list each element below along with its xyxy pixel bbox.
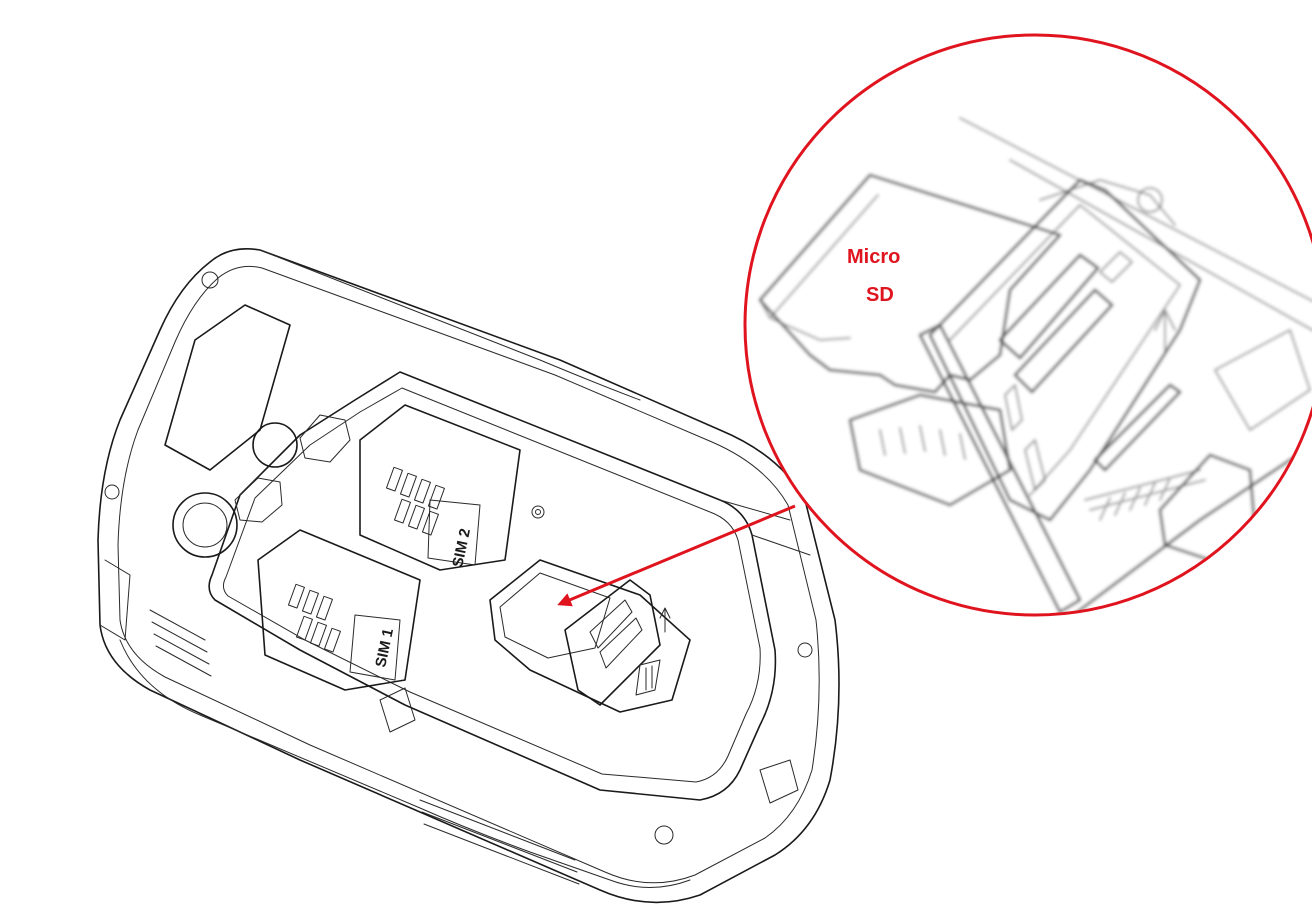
microsd-slot: [489, 559, 691, 713]
bottom-edge-connector: [379, 687, 416, 733]
compartment-right-ledge: [719, 499, 811, 556]
zoom-diagonal-edge: [1038, 438, 1312, 615]
zoom-hinged-cover: [928, 178, 1202, 522]
screw-top-left: [201, 271, 219, 289]
compartment-notch-2: [234, 477, 283, 523]
compartment-screw-inner: [535, 509, 541, 515]
zoom-detail: [745, 35, 1312, 615]
phone-back-line-art: SIM 2 SIM 1: [97, 248, 840, 904]
zoom-cover-slot-1: [998, 253, 1100, 360]
top-lip: [259, 249, 641, 401]
callout-arrow: [557, 504, 796, 607]
camera-window: [164, 304, 291, 471]
zoom-microsd-card-edge: [759, 194, 879, 341]
zoom-cover-inner: [949, 204, 1181, 496]
speaker-circle: [252, 422, 298, 468]
microsd-label-line2: SD: [866, 284, 894, 306]
zoom-cover-lock-1: [1004, 384, 1023, 431]
microsd-cover-detail-1: [589, 599, 633, 649]
compartment-screw: [531, 505, 545, 519]
microsd-cover-detail-2: [599, 617, 643, 669]
zoom-connector-pins: [1093, 383, 1182, 472]
screw-right: [797, 642, 813, 658]
zoom-lower-connector: [848, 393, 1012, 507]
zoom-cover-lock-2: [1024, 439, 1046, 491]
zoom-frame-line-1: [959, 117, 1312, 311]
zoom-cover-hinge-bar: [918, 323, 1082, 614]
bottom-edge-vent-right: [419, 799, 580, 885]
bottom-edge-vent-left: [149, 609, 212, 677]
zoom-callout-circle: [743, 33, 1312, 617]
sim1-label-plate: [349, 614, 401, 681]
zoom-cover-slot-2: [1013, 288, 1114, 394]
zoom-cover-arrow: [1154, 309, 1176, 353]
lens-circle: [172, 492, 238, 558]
sim1-slot: [257, 529, 421, 691]
left-side-rib-1: [99, 559, 131, 641]
zoom-cover-slot-3: [1099, 251, 1133, 283]
sim2-label: SIM 2: [449, 527, 474, 569]
sim1-contacts: [287, 583, 341, 653]
zoom-screw: [1137, 187, 1163, 213]
sim2-label-plate: [427, 499, 481, 566]
microsd-card-shape: [499, 572, 611, 659]
lens-circle-inner: [182, 502, 228, 548]
phone-shell-inner-edge: [117, 265, 820, 884]
sim1-label: SIM 1: [372, 627, 397, 669]
battery-compartment-frame: [208, 371, 777, 801]
screw-left: [104, 484, 120, 500]
microsd-arrow-mark: [659, 607, 671, 633]
zoom-background: [745, 35, 1312, 615]
microsd-hinged-cover: [564, 579, 661, 706]
sim2-contacts: [385, 466, 445, 536]
microsd-connector-pins: [635, 659, 661, 696]
phone-outer-shell: [97, 248, 840, 904]
bottom-lip: [119, 639, 691, 888]
zoom-right-edge: [1214, 329, 1311, 431]
battery-compartment-inner: [222, 387, 761, 783]
right-edge-button: [759, 759, 799, 804]
zoom-pins-detail: [1084, 469, 1206, 521]
zoom-lower-connector-teeth: [879, 425, 966, 460]
screw-bottom-right: [654, 825, 674, 845]
compartment-notch-1: [299, 414, 351, 463]
sim2-slot: [359, 404, 521, 571]
microsd-label-line1: Micro: [847, 246, 900, 268]
